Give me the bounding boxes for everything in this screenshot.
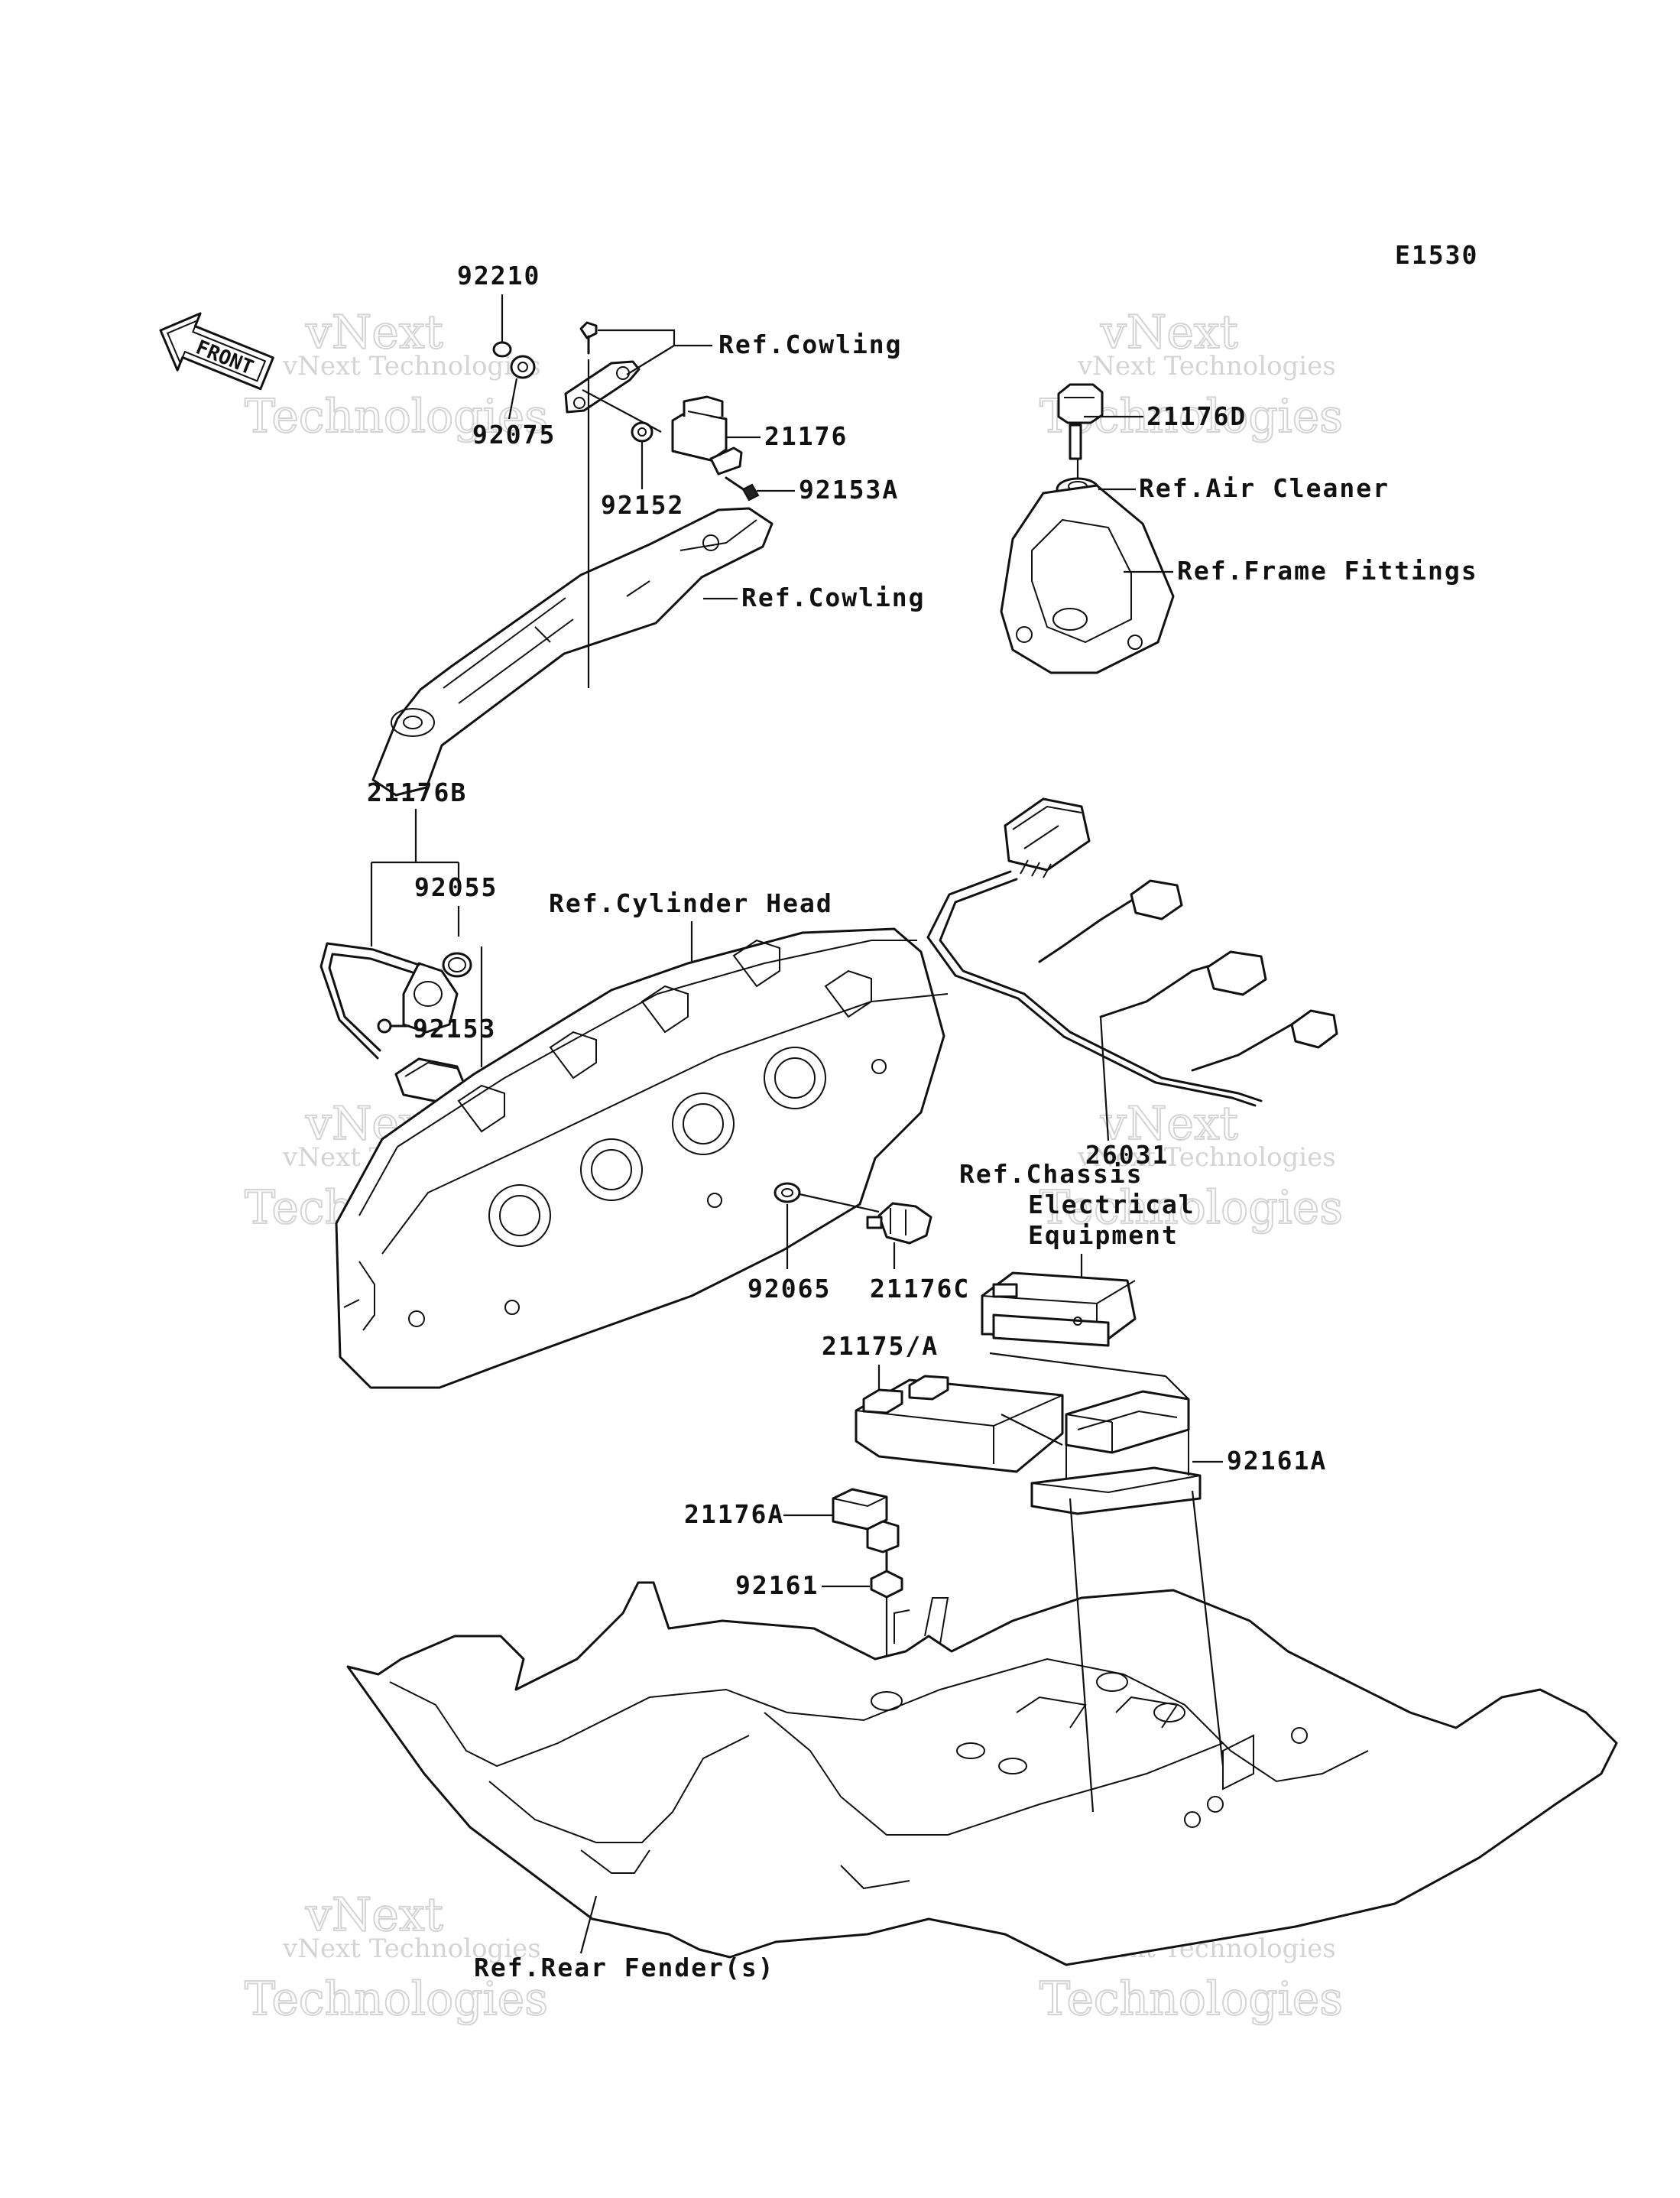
label-21176: 21176	[764, 421, 848, 451]
svg-text:vNext: vNext	[305, 306, 443, 359]
label-92153A: 92153A	[799, 475, 899, 505]
grommet-92075	[510, 355, 536, 379]
label-92152: 92152	[601, 490, 684, 520]
svg-text:Technologies: Technologies	[245, 1972, 548, 2026]
cylinder-head	[335, 927, 949, 1389]
label-26031: 26031	[1085, 1140, 1169, 1170]
frame-fitting-housing	[1000, 484, 1175, 674]
svg-text:vNext Technologies: vNext Technologies	[282, 1933, 541, 1964]
ecu-tray-92161A	[1030, 1390, 1202, 1515]
washer-92152	[631, 421, 654, 443]
watermark-top-right: vNext vNext Technologies Technologies	[1039, 305, 1344, 444]
label-ref-rear-fender: Ref.Rear Fender(s)	[474, 1953, 775, 1982]
diagram-code: E1530	[1395, 240, 1478, 270]
svg-text:Technologies: Technologies	[1039, 1972, 1343, 2026]
gasket-92065	[774, 1182, 801, 1203]
label-ref-chassis-line3: Equipment	[1028, 1220, 1179, 1250]
svg-text:vNext: vNext	[1100, 1097, 1238, 1151]
svg-text:vNext Technologies: vNext Technologies	[1077, 351, 1336, 381]
sensor-21176B	[319, 942, 472, 1104]
sensor-21176C	[866, 1202, 932, 1245]
svg-text:vNext: vNext	[305, 1888, 443, 1942]
label-21175A: 21175/A	[822, 1331, 939, 1361]
label-ref-air-cleaner: Ref.Air Cleaner	[1139, 473, 1390, 503]
front-arrow-icon: FRONT	[159, 312, 274, 391]
bolt-92161	[870, 1550, 903, 1599]
label-92210: 92210	[457, 261, 540, 291]
label-ref-chassis-line2: Electrical	[1028, 1190, 1195, 1219]
svg-text:Technologies: Technologies	[1039, 1181, 1343, 1235]
label-21176B: 21176B	[367, 778, 467, 807]
svg-text:vNext Technologies: vNext Technologies	[1077, 1142, 1336, 1173]
chassis-electrical-module	[981, 1271, 1137, 1347]
air-cleaner-assembly	[1000, 383, 1175, 674]
label-92161A: 92161A	[1227, 1446, 1327, 1476]
label-ref-cylinder-head: Ref.Cylinder Head	[549, 888, 833, 918]
label-92055: 92055	[414, 872, 498, 902]
label-92075: 92075	[472, 420, 556, 450]
nut-92210	[492, 341, 512, 358]
sensor-21176	[671, 395, 743, 476]
cowling-bracket-assembly	[371, 321, 774, 797]
label-92153: 92153	[413, 1014, 496, 1044]
cowling-stay	[371, 507, 774, 797]
sensor-21176A	[832, 1488, 900, 1554]
label-ref-frame-fittings: Ref.Frame Fittings	[1177, 556, 1478, 586]
label-ref-cowling-upper: Ref.Cowling	[718, 330, 903, 359]
label-21176D: 21176D	[1146, 401, 1247, 431]
label-92161: 92161	[735, 1570, 819, 1600]
label-ref-chassis-line1: Ref.Chassis	[959, 1159, 1143, 1189]
svg-text:Technologies: Technologies	[245, 390, 548, 443]
o-ring-92055	[442, 952, 472, 978]
watermark-mid-right: vNext vNext Technologies Technologies	[1039, 1096, 1344, 1235]
ecu-21175A	[855, 1375, 1064, 1473]
label-ref-cowling-lower: Ref.Cowling	[741, 583, 926, 612]
rear-fender	[346, 1581, 1618, 1966]
wiring-harness-26031	[926, 797, 1338, 1107]
watermark-bottom-left: vNext vNext Technologies Technologies	[244, 1888, 549, 2027]
label-21176C: 21176C	[870, 1274, 970, 1304]
sensor-21176D	[1057, 383, 1104, 460]
svg-text:vNext: vNext	[1100, 306, 1238, 359]
label-21176A: 21176A	[684, 1499, 784, 1529]
label-92065: 92065	[748, 1274, 831, 1304]
